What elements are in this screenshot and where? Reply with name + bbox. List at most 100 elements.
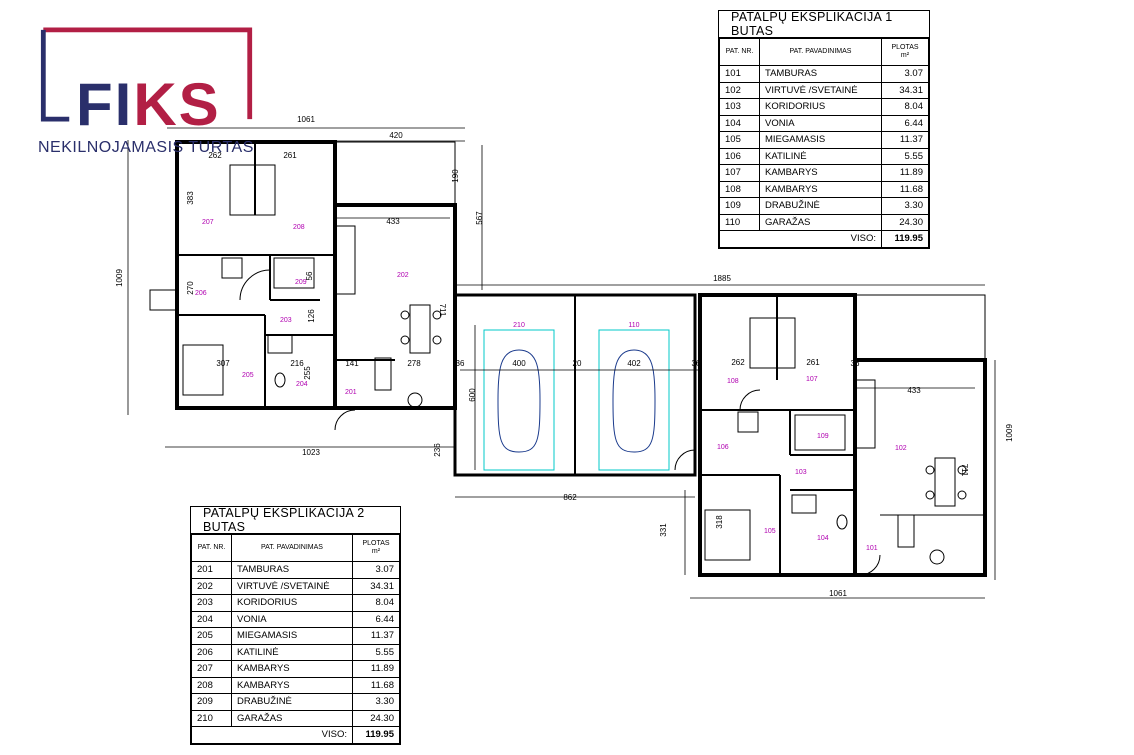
dim-36-c: 36 [851,359,860,368]
table2-cell-name: VIRTUVĖ /SVETAINĖ [231,577,353,595]
table2-cell-name: KAMBARYS [231,660,353,678]
table2-cell-name: GARAŽAS [231,709,353,727]
table2-cell-area: 6.44 [352,610,400,628]
table2-total-value: 119.95 [352,726,400,744]
table1-cell-area: 3.30 [881,197,929,215]
table2-cell-nr: 204 [191,610,232,628]
table1-cell-area: 8.04 [881,98,929,116]
table1-cell-nr: 102 [719,81,760,99]
dim-1885: 1885 [713,274,731,283]
room-tag-205: 205 [242,372,254,379]
dim-255: 255 [303,366,312,380]
room-tag-207: 207 [202,219,214,226]
table1-cell-area: 11.37 [881,131,929,149]
room-tag-104: 104 [817,535,829,542]
room-tag-204: 204 [296,381,308,388]
table1-total-row: VISO: 119.95 [719,230,929,248]
dim-261-right: 261 [806,358,820,367]
dim-1023: 1023 [302,448,320,457]
fiks-logo: FIKS NEKILNOJAMASIS TURTAS [38,27,260,156]
room-tag-107: 107 [806,376,818,383]
explication-table-2: PATALPŲ EKSPLIKACIJA 2 BUTAS PAT. NR. PA… [190,506,401,745]
dim-126: 126 [307,309,316,323]
dim-20: 20 [573,359,582,368]
table2-cell-area: 8.04 [352,594,400,612]
table2-total-label: VISO: [231,726,353,744]
room-tag-109: 109 [817,433,829,440]
table1-cell-nr: 103 [719,98,760,116]
table2-cell-name: KATILINĖ [231,643,353,661]
logo-subtitle: NEKILNOJAMASIS TURTAS [38,139,254,156]
table1-cell-nr: 110 [719,213,760,231]
table1-header-name: PAT. PAVADINIMAS [759,38,882,66]
logo-brand-text: FIKS [76,71,221,138]
table2-cell-nr: 203 [191,594,232,612]
table2-cell-name: MIEGAMASIS [231,627,353,645]
table1-cell-name: KATILINĖ [759,147,882,165]
table2-title: PATALPŲ EKSPLIKACIJA 2 BUTAS [191,506,400,534]
table2-cell-area: 11.89 [352,660,400,678]
table1-total-label: VISO: [759,230,882,248]
table2-cell-name: VONIA [231,610,353,628]
room-tag-102: 102 [895,445,907,452]
room-tag-105: 105 [764,528,776,535]
room-tag-208: 208 [293,224,305,231]
room-tag-206: 206 [195,290,207,297]
room-tag-101: 101 [866,545,878,552]
table1-cell-nr: 108 [719,180,760,198]
room-tag-210: 210 [513,322,525,329]
table1-cell-name: GARAŽAS [759,213,882,231]
table2-cell-area: 3.07 [352,561,400,579]
logo-brand-primary: FI [76,71,134,138]
table2-header-name: PAT. PAVADINIMAS [231,534,353,562]
dim-1061-top: 1061 [297,115,315,124]
table2-cell-nr: 206 [191,643,232,661]
table1-cell-name: MIEGAMASIS [759,131,882,149]
table2-header-area: PLOTAS m² [352,534,400,562]
logo-brand-accent: KS [133,71,221,138]
room-tag-202: 202 [397,272,409,279]
table1-cell-area: 11.89 [881,164,929,182]
table2-cell-nr: 207 [191,660,232,678]
dim-420: 420 [389,131,403,140]
dim-433-left: 433 [386,217,400,226]
dim-433-right: 433 [907,386,921,395]
logo-brand: FIKS [76,75,221,135]
table1-cell-nr: 107 [719,164,760,182]
dim-600: 600 [468,388,477,402]
dim-1009-left: 1009 [115,269,124,287]
dim-711-left: 711 [438,304,447,317]
dim-400: 400 [512,359,526,368]
table2-cell-area: 11.37 [352,627,400,645]
table1-title: PATALPŲ EKSPLIKACIJA 1 BUTAS [719,10,929,38]
dim-36-b: 36 [692,359,701,368]
explication-table-1: PATALPŲ EKSPLIKACIJA 1 BUTAS PAT. NR. PA… [718,10,930,249]
room-tag-103: 103 [795,469,807,476]
table1-cell-name: KAMBARYS [759,164,882,182]
table2-cell-name: KAMBARYS [231,676,353,694]
dim-331: 331 [659,523,668,537]
table1-cell-area: 5.55 [881,147,929,165]
table1-cell-area: 24.30 [881,213,929,231]
room-tag-108: 108 [727,378,739,385]
unit1-terrace [854,294,986,361]
dim-383: 383 [186,191,195,205]
table1-cell-area: 6.44 [881,114,929,132]
